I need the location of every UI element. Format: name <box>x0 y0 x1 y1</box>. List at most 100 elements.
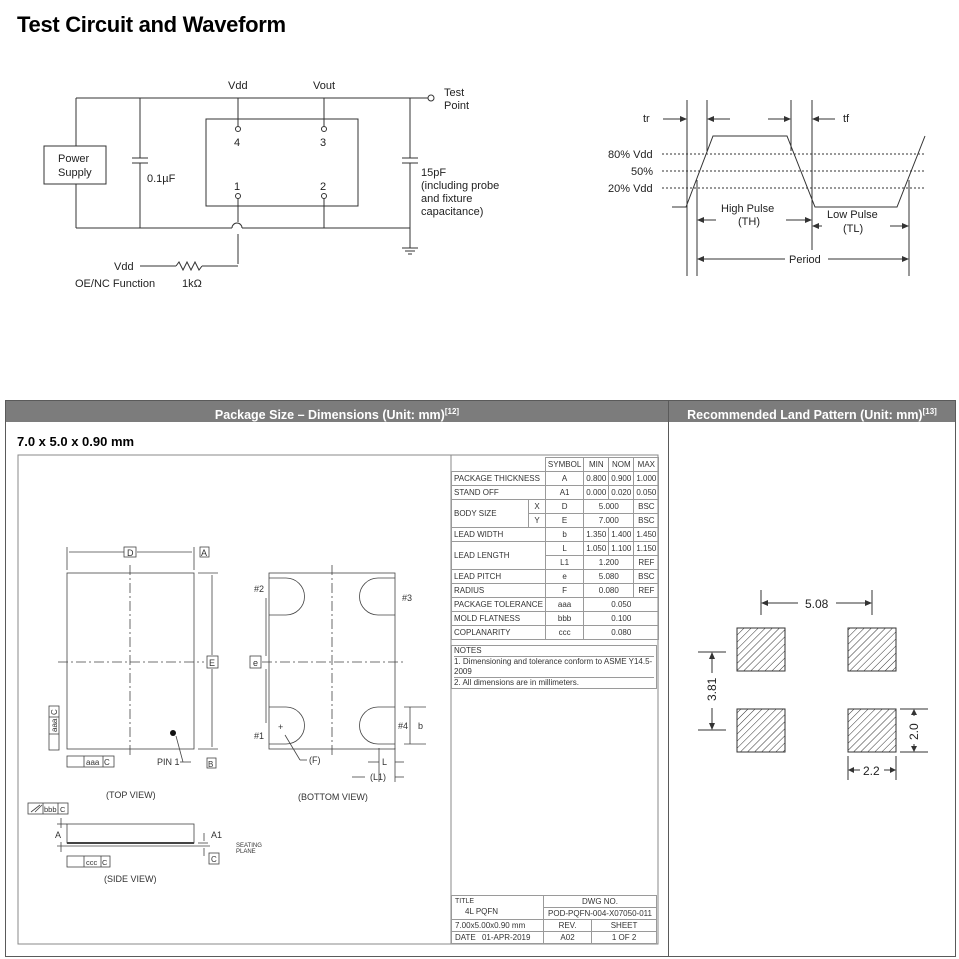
pad-4-label: #4 <box>398 721 408 731</box>
bbb-label: bbb <box>44 805 57 814</box>
level-80-label: 80% Vdd <box>608 149 653 161</box>
table-row: RADIUS F 0.080 REF <box>451 583 660 598</box>
side-view-label: (SIDE VIEW) <box>104 874 157 884</box>
datum-a: A <box>201 548 207 558</box>
table-row: STAND OFF A1 0.000 0.020 0.050 <box>451 485 660 500</box>
pin1-marker: + <box>278 722 283 732</box>
oe-vdd-label: Vdd <box>114 261 134 273</box>
package-header-text: Package Size – Dimensions (Unit: mm) <box>214 408 445 423</box>
load-cap-label: 15pF <box>421 167 446 179</box>
table-header: MIN <box>583 457 610 472</box>
period-label: Period <box>789 254 821 266</box>
package-header-ref: [12] <box>444 407 460 416</box>
vout-label: Vout <box>313 80 335 92</box>
pad-1-label: #1 <box>254 731 264 741</box>
dim-f: (F) <box>309 755 321 765</box>
package-dimensions-panel: Package Size – Dimensions (Unit: mm)[12] <box>5 400 669 957</box>
datum-c-vertical: C <box>50 709 59 715</box>
cap-label: 0.1µF <box>147 173 176 185</box>
seating-plane-label: SEATING <box>236 843 262 849</box>
pad-3-label: #3 <box>402 593 412 603</box>
package-dimensions-header: Package Size – Dimensions (Unit: mm)[12] <box>6 401 668 422</box>
datum-c-ccc: C <box>102 858 108 867</box>
note-item: 1. Dimensioning and tolerance conform to… <box>454 657 654 678</box>
title-block: TITLE 4L PQFN DWG NO. POD-PQFN-004-X0705… <box>451 895 657 944</box>
land-pad <box>736 627 786 672</box>
sheet-label: SHEET <box>591 919 657 932</box>
tf-label: tf <box>843 113 850 125</box>
package-description: 7.00x5.00x0.90 mm <box>451 919 544 932</box>
oe-function-label: OE/NC Function <box>75 278 155 290</box>
datum-c-side: C <box>60 805 66 814</box>
pin-label: 2 <box>320 181 326 193</box>
table-row: PACKAGE TOLERANCE aaa 0.050 <box>451 597 660 612</box>
notes-title: NOTES <box>454 646 654 657</box>
tr-label: tr <box>643 113 650 125</box>
datum-c-seating: C <box>211 855 217 864</box>
seating-plane-label: PLANE <box>236 849 256 855</box>
pitch-x-label: 5.08 <box>805 597 829 611</box>
table-row: LEAD LENGTH L 1.050 1.100 1.150 <box>451 541 660 570</box>
datum-c: C <box>104 758 110 767</box>
pitch-y-label: 3.81 <box>705 677 719 701</box>
dim-e-big: E <box>209 658 215 668</box>
table-row: PACKAGE THICKNESS A 0.800 0.900 1.000 <box>451 471 660 486</box>
dwg-label: DWG NO. <box>543 895 657 908</box>
pin1-label: PIN 1 <box>157 757 180 767</box>
table-row: LEAD WIDTH b 1.350 1.400 1.450 <box>451 527 660 542</box>
level-50-label: 50% <box>631 166 653 178</box>
bottom-view-label: (BOTTOM VIEW) <box>298 792 368 802</box>
test-point-label: Test <box>444 87 464 99</box>
dimensions-table: SYMBOL MIN NOM MAX PACKAGE THICKNESS A 0… <box>450 457 660 640</box>
aaa-label: aaa <box>86 758 100 767</box>
top-view-label: (TOP VIEW) <box>106 790 156 800</box>
dim-d: D <box>127 548 134 558</box>
dwg-value: POD-PQFN-004-X07050-011 <box>543 907 657 920</box>
land-header-ref: [13] <box>922 407 937 416</box>
dim-e-small: e <box>253 658 258 668</box>
notes-block: NOTES 1. Dimensioning and tolerance conf… <box>451 645 657 689</box>
rev-value: A02 <box>542 931 593 944</box>
power-supply-label: Supply <box>58 167 92 179</box>
table-row: COPLANARITY ccc 0.080 <box>451 625 660 640</box>
sheet-value: 1 OF 2 <box>591 931 657 944</box>
pad-width-label: 2.2 <box>863 764 880 778</box>
aaa-vertical-label: aaa <box>50 718 59 732</box>
low-pulse-label: (TL) <box>843 223 863 235</box>
load-cap-label: and fixture <box>421 193 472 205</box>
vdd-label: Vdd <box>228 80 248 92</box>
pin-label: 4 <box>234 137 240 149</box>
rev-label: REV. <box>542 919 593 932</box>
title-value: 4L PQFN <box>465 907 499 916</box>
table-row: LEAD PITCH e 5.080 BSC <box>451 569 660 584</box>
pad-2-label: #2 <box>254 584 264 594</box>
title-label: TITLE <box>455 898 475 905</box>
table-header: SYMBOL <box>544 457 585 472</box>
dim-a: A <box>55 830 61 840</box>
table-row: MOLD FLATNESS bbb 0.100 <box>451 611 660 626</box>
dim-l: L <box>382 757 387 767</box>
page-title: Test Circuit and Waveform <box>17 12 286 37</box>
power-supply-label: Power <box>58 153 90 165</box>
land-header-text: Recommended Land Pattern (Unit: mm) <box>687 408 923 423</box>
land-pad <box>736 708 786 753</box>
table-header: NOM <box>608 457 635 472</box>
load-cap-label: capacitance) <box>421 206 483 218</box>
table-row: L1 1.200 REF <box>452 555 660 570</box>
table-row: BODY SIZE X D 5.000 BSC <box>450 499 660 528</box>
note-item: 2. All dimensions are in millimeters. <box>454 678 579 687</box>
low-pulse-label: Low Pulse <box>827 209 878 221</box>
high-pulse-label: (TH) <box>738 216 760 228</box>
load-cap-label: (including probe <box>421 180 499 192</box>
pin-label: 1 <box>234 181 240 193</box>
dim-a1: A1 <box>211 830 222 840</box>
package-size-label: 7.0 x 5.0 x 0.90 mm <box>17 434 135 449</box>
test-circuit-diagram: Vdd Vout Test Point Power Supply 0.1µF 4… <box>43 80 926 290</box>
high-pulse-label: High Pulse <box>721 203 774 215</box>
level-20-label: 20% Vdd <box>608 183 653 195</box>
dim-l1: (L1) <box>370 772 386 782</box>
land-pad <box>847 627 897 672</box>
test-point-label: Point <box>444 100 469 112</box>
resistor-label: 1kΩ <box>182 278 202 290</box>
